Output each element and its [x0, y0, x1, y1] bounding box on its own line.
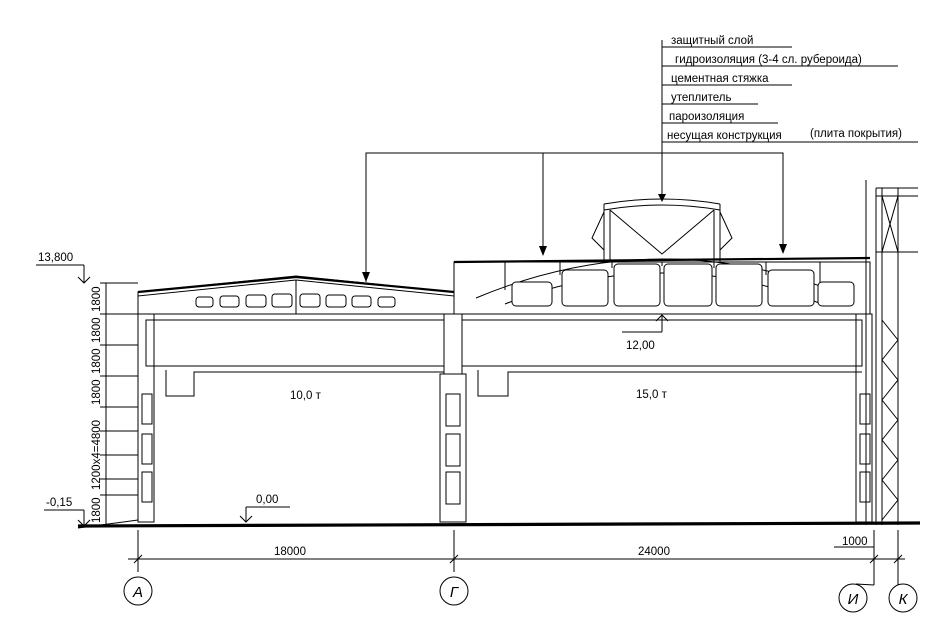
left-span-roof	[137, 275, 455, 315]
layer-label-1: защитный слой	[671, 35, 753, 47]
crane-capacity-left: 10,0 т	[290, 390, 322, 402]
axis-bubble-k: К	[888, 583, 918, 613]
skylight-lantern	[591, 198, 733, 262]
axis-bubble-g: Г	[439, 576, 469, 606]
adjacent-frame-k	[865, 180, 918, 525]
axis-bubble-i: И	[838, 583, 875, 613]
layer-label-6: несущая конструкция	[667, 130, 782, 142]
axis-label-i: И	[848, 591, 859, 608]
level-mark-crane: 12,00	[622, 314, 669, 352]
layer-label-2: гидроизоляция (3-4 сл. рубероида)	[675, 54, 862, 66]
level-mark-floor: 0,00	[239, 494, 290, 523]
level-mark-outside: -0,15	[44, 497, 91, 527]
vdim-4: 1800	[91, 379, 103, 405]
column-axis-a	[137, 313, 155, 523]
vdim-3: 1800	[91, 348, 103, 374]
vdim-5: 1200х4=4800	[91, 420, 103, 490]
column-axis-i	[855, 313, 873, 523]
dim-offset: 1000	[842, 536, 868, 548]
layer-label-5: пароизоляция	[669, 111, 744, 123]
layer-label-4: утеплитель	[671, 92, 732, 104]
axis-bubble-a: А	[123, 576, 153, 606]
crane-capacity-right: 15,0 т	[636, 389, 668, 401]
ground-line	[77, 519, 921, 529]
truss-web	[504, 262, 855, 307]
crane-beams	[145, 319, 863, 397]
level-label-top: 13,800	[38, 252, 73, 264]
roof-layers-callout: защитный слой гидроизоляция (3-4 сл. руб…	[362, 35, 918, 282]
dim-span-1: 18000	[274, 546, 306, 558]
vdim-1: 1800	[91, 286, 103, 312]
level-label-crane: 12,00	[626, 340, 655, 352]
column-axis-g	[439, 313, 467, 523]
horizontal-dimension-chain: 18000 24000 1000	[128, 530, 905, 585]
vertical-dimension-chain: 1800 1800 1800 1800 1200х4=4800 1800	[91, 282, 138, 524]
axis-label-k: К	[899, 591, 909, 608]
axis-label-a: А	[132, 584, 143, 601]
level-label-outside: -0,15	[46, 497, 72, 509]
axis-label-g: Г	[450, 584, 460, 601]
vdim-6: 1800	[91, 497, 103, 523]
dim-span-2: 24000	[638, 546, 670, 558]
layer-label-6b: (плита покрытия)	[810, 128, 902, 140]
level-label-floor: 0,00	[256, 494, 278, 506]
vdim-2: 1800	[91, 317, 103, 343]
level-mark-top: 13,800	[36, 252, 91, 284]
roof-slab-openings-left	[195, 293, 396, 308]
layer-label-3: цементная стяжка	[671, 73, 769, 85]
right-span-roof	[453, 256, 871, 315]
